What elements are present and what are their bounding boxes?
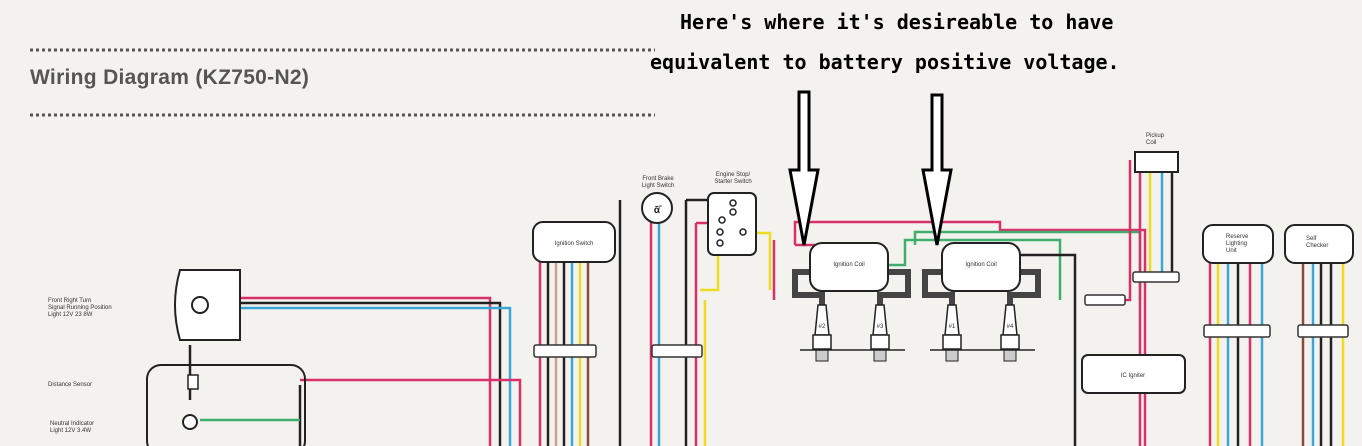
ic-igniter-box: [1081, 354, 1186, 394]
annotation-line-2: equivalent to battery positive voltage.: [650, 50, 1120, 74]
label-front-turn-1: Front Right Turn: [48, 298, 91, 304]
front-brake-switch-icon: [641, 192, 673, 224]
headlight: [174, 269, 241, 341]
label-plug-1: #1: [949, 324, 956, 330]
label-self-checker-2: Checker: [1306, 243, 1328, 249]
switch-contacts: [716, 199, 747, 247]
label-distance-sensor: Distance Sensor: [48, 382, 92, 388]
label-ignition-coil-1: Ignition Coil: [833, 262, 864, 268]
hv-leads: [792, 269, 1041, 305]
ignition-switch-box: [532, 221, 616, 263]
ignition-coil-1: [809, 242, 889, 292]
ignition-coil-2: [941, 242, 1021, 292]
label-reserve-3: Unit: [1226, 248, 1237, 254]
annotation-arrows: [788, 90, 953, 246]
annotation-line-1: Here's where it's desireable to have: [680, 10, 1114, 34]
self-checker-box: [1284, 224, 1354, 264]
label-ignition-switch: Ignition Switch: [555, 241, 594, 247]
brake-switch-symbol: ᾱ̄: [654, 205, 662, 216]
label-pickup-1: Pickup: [1146, 133, 1165, 139]
neutral-bulb-icon: [182, 414, 198, 430]
label-plug-3: #3: [877, 324, 884, 330]
indicator-panel: [146, 364, 306, 446]
spark-plug-4: #4: [1000, 304, 1020, 362]
label-self-checker-1: Self: [1306, 236, 1317, 242]
label-front-turn-2: Signal Running Position: [48, 305, 112, 311]
label-front-brake-2: Light Switch: [642, 183, 674, 189]
spark-plug-2: #3: [870, 304, 890, 362]
arrow-down-icon: [788, 90, 820, 246]
label-front-turn-3: Light 12V 23 8W: [48, 312, 93, 318]
label-plug-2: #2: [819, 324, 826, 330]
arrow-down-icon: [921, 93, 953, 246]
label-neutral-1: Neutral Indicator: [50, 421, 94, 427]
label-engine-stop-1: Engine Stop/: [716, 172, 751, 178]
label-reserve-1: Reserve: [1226, 234, 1249, 240]
label-neutral-2: Light 12V 3.4W: [50, 428, 91, 434]
label-ignition-coil-2: Ignition Coil: [965, 262, 996, 268]
spark-plug-1: #2: [812, 304, 832, 362]
label-plug-4: #4: [1007, 324, 1014, 330]
reserve-lighting-unit-box: [1202, 224, 1274, 264]
label-reserve-2: Lighting: [1226, 241, 1247, 247]
label-ic-igniter: IC Igniter: [1121, 373, 1145, 379]
label-front-brake-1: Front Brake: [642, 176, 674, 182]
label-engine-stop-2: Starter Switch: [714, 179, 751, 185]
label-pickup-2: Coil: [1146, 140, 1156, 146]
connectors: [533, 271, 1349, 358]
pickup-coil-box: [1134, 151, 1179, 173]
page-title: Wiring Diagram (KZ750-N2): [30, 66, 310, 89]
distance-sensor-symbol: [187, 374, 199, 390]
spark-plug-3: #1: [942, 304, 962, 362]
wires: [188, 160, 1345, 446]
